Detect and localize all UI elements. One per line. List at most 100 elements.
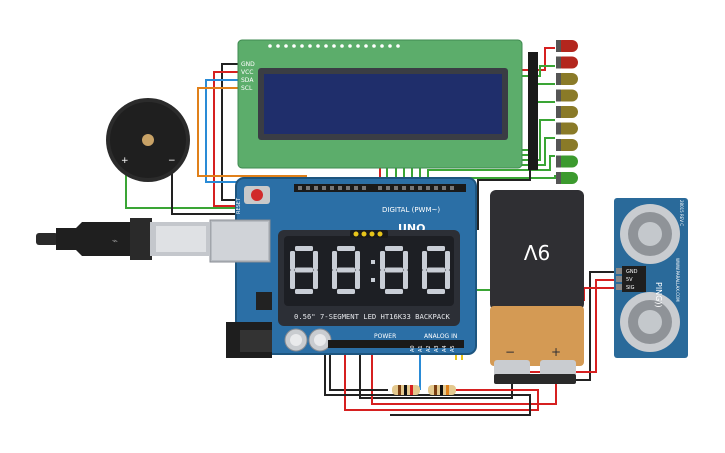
segment [332, 270, 337, 289]
digital-label: DIGITAL (PWM~) [382, 206, 440, 214]
segment [403, 251, 408, 270]
segment [445, 270, 450, 289]
sensor-side-text: WWW.PARALLAX.COM [675, 258, 680, 302]
segment [337, 289, 355, 294]
segment [355, 251, 360, 270]
analog-header [328, 340, 464, 348]
segment [427, 289, 445, 294]
segment [295, 289, 313, 294]
lcd-pin-gnd: GND [241, 61, 255, 68]
segment [295, 267, 313, 273]
sensor-rev-text: 28015 REV C [679, 200, 684, 226]
segment [290, 251, 295, 270]
segment [385, 289, 403, 294]
segment [385, 246, 403, 251]
wire-led-7 [427, 155, 555, 188]
lcd-pin-sda: SDA [241, 77, 254, 84]
segment [337, 267, 355, 273]
sensor-pin-sig: SIG [626, 285, 635, 291]
sensor-pin [616, 268, 622, 274]
digit-2: 8 [332, 246, 360, 294]
wire-led-5 [411, 119, 555, 188]
segment [427, 246, 445, 251]
led-3-olive [556, 73, 578, 85]
segment [422, 251, 427, 270]
ultrasonic-sensor: GND 5V SIG PING)) WWW.PARALLAX.COM 28015 R… [614, 198, 688, 358]
segment [313, 270, 318, 289]
segment [422, 270, 427, 289]
led-1-red [556, 40, 578, 52]
segment [380, 251, 385, 270]
segment [427, 267, 445, 273]
reset-label: RESET [236, 197, 242, 214]
analog-pin-a3: A3 [434, 345, 440, 352]
lcd-pin-vcc: VCC [241, 69, 253, 76]
led-2-red [556, 56, 578, 69]
segment [380, 270, 385, 289]
led-6-olive [556, 122, 578, 135]
wire-resistor-mid [419, 349, 425, 390]
led-5-olive [556, 106, 578, 118]
usb-icon: ⌁ [112, 236, 118, 247]
battery-voltage-label: 9V [523, 240, 550, 264]
display-digits: 8888 [290, 246, 450, 294]
battery-9v: 9V − + [490, 190, 584, 384]
resistors [392, 385, 456, 395]
segment [332, 251, 337, 270]
lcd-screen [264, 74, 502, 134]
led-list [556, 40, 578, 184]
segment [385, 267, 403, 273]
lcd-top-pins [268, 44, 400, 48]
segment [445, 251, 450, 270]
analog-pin-a1: A1 [418, 345, 424, 352]
led-9-green [556, 172, 578, 184]
segment [337, 246, 355, 251]
led-4-olive [556, 89, 578, 102]
battery-minus-label: − [505, 345, 515, 359]
seven-segment-display: 8888 0.56" 7-SEGMENT LED HT16K33 BACKPAC… [278, 230, 460, 326]
piezo-buzzer: + − [106, 98, 190, 182]
analog-pin-a2: A2 [426, 345, 432, 352]
voltage-regulator [256, 292, 272, 310]
segment [313, 251, 318, 270]
display-label: 0.56" 7-SEGMENT LED HT16K33 BACKPACK [294, 312, 450, 321]
wire-ground-loop [324, 340, 531, 416]
analog-label: ANALOG IN [424, 333, 457, 340]
display-header-pins [350, 230, 388, 238]
wire-battery-neg [359, 330, 513, 399]
colon-dot [371, 278, 375, 282]
analog-pin-a5: A5 [450, 345, 456, 352]
analog-pin-a4: A4 [442, 345, 448, 352]
analog-pin-a0: A0 [410, 345, 416, 352]
wire-resistor-left [329, 340, 388, 391]
sensor-pin-labels: GND 5V SIG [616, 268, 638, 291]
colon-dot [371, 260, 375, 264]
led-7-olive [556, 139, 578, 151]
wire-led-6 [419, 137, 555, 188]
sensor-pin [616, 276, 622, 282]
segment [295, 246, 313, 251]
sensor-model-label: PING)) [654, 282, 663, 308]
segment [403, 270, 408, 289]
digit-4: 8 [422, 246, 450, 294]
sensor-pin-5v: 5V [626, 277, 633, 283]
digit-3: 8 [380, 246, 408, 294]
led-8-green [556, 155, 578, 168]
segment [290, 270, 295, 289]
sensor-pin [616, 284, 622, 290]
wire-battery-pos [371, 330, 557, 405]
wire-resistor-right [344, 340, 539, 411]
buzzer-minus-label: − [168, 156, 176, 166]
resistor-2 [428, 385, 456, 395]
resistor-1 [392, 385, 420, 395]
segment [355, 270, 360, 289]
sensor-pin-gnd: GND [626, 269, 638, 275]
usb-cable: ⌁ [36, 218, 210, 260]
lcd-pin-scl: SCL [241, 85, 253, 92]
battery-plus-label: + [551, 345, 561, 359]
digit-1: 8 [290, 246, 318, 294]
